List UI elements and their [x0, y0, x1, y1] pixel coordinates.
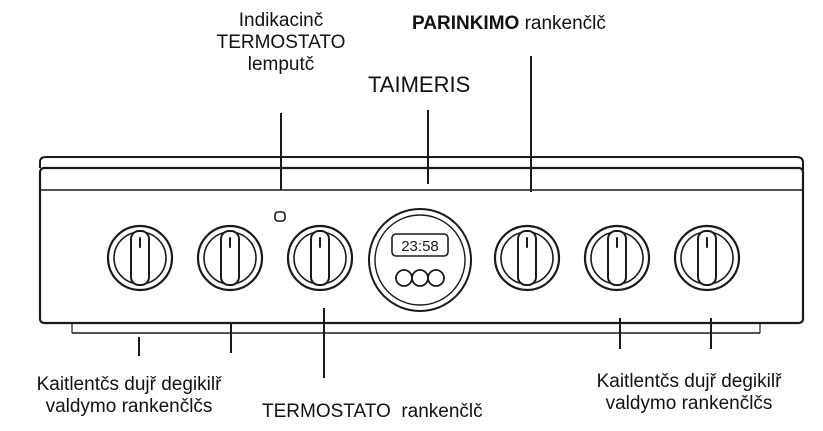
callout-lines — [138, 56, 712, 378]
timer-unit[interactable]: 23:58 — [368, 208, 472, 312]
hotplate-knob-1-icon[interactable] — [106, 224, 174, 292]
right-hotplate-knobs-label-line-2: valdymo rankenčlčs — [605, 393, 773, 414]
thermostat-knob-label: TERMOSTATO rankenčlč — [262, 401, 483, 422]
left-hotplate-knobs-label-line-1: Kaitlentčs dujř degikilř — [36, 374, 222, 395]
right-hotplate-knobs-label: Kaitlentčs dujř degikilř valdymo rankenč… — [560, 371, 818, 415]
timer-button-2-icon[interactable] — [411, 269, 429, 287]
timer-button-1-icon[interactable] — [395, 269, 413, 287]
indicator-lamp-label-line-1: Indikacinč — [238, 10, 324, 31]
control-panel — [38, 156, 805, 334]
selector-knob-label-rest: rankenčlč — [519, 13, 606, 34]
right-hotplate-knobs-label-line-1: Kaitlentčs dujř degikilř — [596, 371, 782, 392]
left-hotplate-knobs-label: Kaitlentčs dujř degikilř valdymo rankenč… — [3, 374, 255, 418]
indicator-lamp-label-line-2: TERMOSTATO — [216, 32, 346, 53]
indicator-lamp-label-line-3: lemputč — [247, 54, 315, 75]
timer-display-text: 23:58 — [401, 238, 439, 255]
hotplate-knob-2-icon[interactable] — [196, 224, 264, 292]
left-hotplate-knobs-label-line-2: valdymo rankenčlčs — [45, 396, 213, 417]
hotplate-knob-4-icon[interactable] — [673, 224, 741, 292]
indicator-lamp-icon — [274, 211, 286, 222]
thermostat-knob-icon[interactable] — [286, 224, 354, 292]
selector-knob-icon[interactable] — [493, 224, 561, 292]
knobs-group — [106, 224, 741, 292]
selector-knob-label-bold: PARINKIMO — [412, 13, 520, 34]
timer-screen — [391, 233, 449, 257]
hotplate-knob-3-icon[interactable] — [583, 224, 651, 292]
indicator-lamp-label: Indikacinč TERMOSTATO lemputč — [175, 10, 387, 76]
timer-label: TAIMERIS — [368, 72, 471, 97]
timer-button-3-icon[interactable] — [427, 269, 445, 287]
selector-knob-label: PARINKIMO rankenčlč — [412, 13, 606, 35]
